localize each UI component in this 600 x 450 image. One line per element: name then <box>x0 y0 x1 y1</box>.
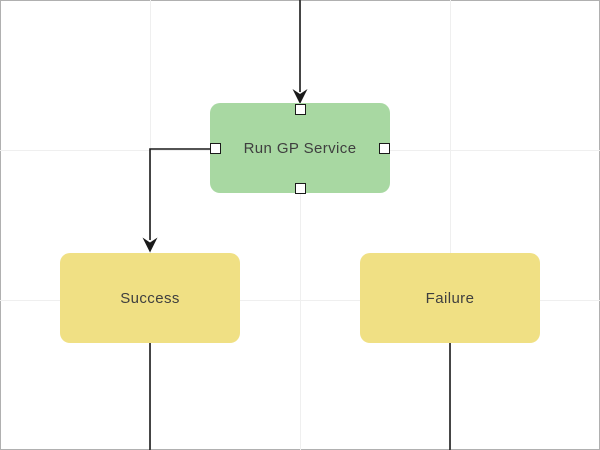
arrowhead-down-icon <box>292 89 308 104</box>
connection-port-left[interactable] <box>210 143 221 154</box>
connection-port-top[interactable] <box>294 104 306 115</box>
connector-run-gp-service-to-success[interactable] <box>142 148 211 253</box>
node-run-gp-service-label: Run GP Service <box>243 139 357 157</box>
connection-port-bottom[interactable] <box>294 183 306 194</box>
node-success-label: Success <box>120 289 180 307</box>
connection-port-right[interactable] <box>379 143 390 154</box>
node-run-gp-service[interactable]: Run GP Service <box>210 103 390 193</box>
connector-into-run-gp-service[interactable] <box>292 0 308 104</box>
node-failure[interactable]: Failure <box>360 253 540 343</box>
node-failure-label: Failure <box>425 289 475 307</box>
node-success[interactable]: Success <box>60 253 240 343</box>
arrowhead-down-icon <box>142 237 158 253</box>
